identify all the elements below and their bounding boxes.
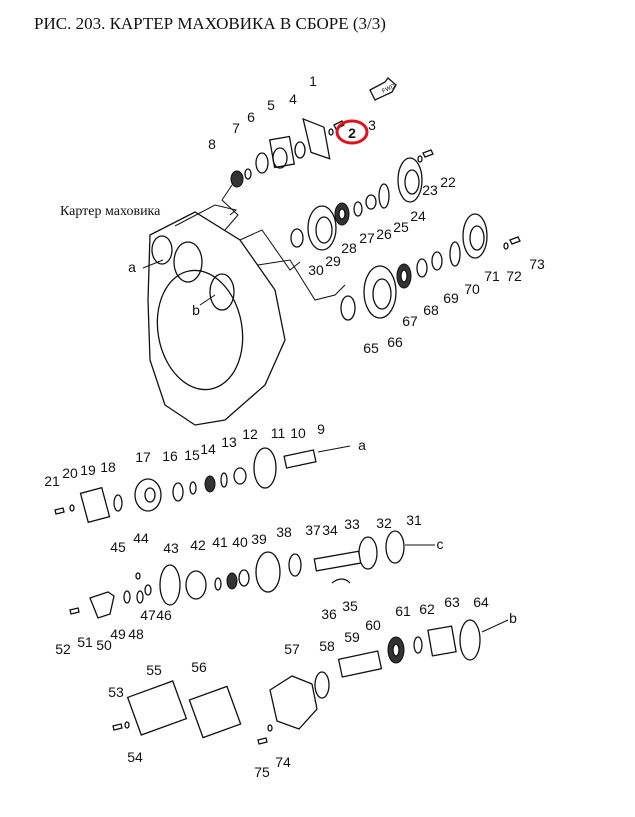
callout[interactable]: 8: [208, 136, 216, 152]
callout[interactable]: 37: [305, 522, 321, 538]
callout[interactable]: 34: [322, 522, 338, 538]
callout[interactable]: 73: [529, 256, 545, 272]
callout[interactable]: 5: [267, 97, 275, 113]
callout[interactable]: 68: [423, 302, 439, 318]
callout[interactable]: 50: [96, 637, 112, 653]
callout[interactable]: 22: [440, 174, 456, 190]
highlight-circle: [335, 119, 369, 145]
parts-group-right: [340, 213, 521, 321]
callout[interactable]: 27: [359, 230, 375, 246]
callout[interactable]: 19: [80, 462, 96, 478]
figure-title: РИС. 203. КАРТЕР МАХОВИКА В СБОРЕ (3/3): [34, 14, 386, 33]
callout[interactable]: 6: [247, 109, 255, 125]
parts-group-shaft-2: [69, 530, 435, 619]
callout[interactable]: 17: [135, 449, 151, 465]
callout[interactable]: 10: [290, 425, 306, 441]
callout[interactable]: 72: [506, 268, 522, 284]
callout[interactable]: 62: [419, 601, 435, 617]
callout[interactable]: 75: [254, 764, 270, 780]
callout[interactable]: 13: [221, 434, 237, 450]
callout[interactable]: 28: [341, 240, 357, 256]
callout[interactable]: 30: [308, 262, 324, 278]
leader-line: [257, 259, 346, 301]
callouts: 1 2 3 4 5 6 7 8 22 23 24 25 26 27 28 29 …: [44, 73, 545, 780]
callout[interactable]: 15: [184, 447, 200, 463]
callout[interactable]: 49: [110, 626, 126, 642]
callout[interactable]: 7: [232, 120, 240, 136]
callout[interactable]: 65: [363, 340, 379, 356]
callout[interactable]: 71: [484, 268, 500, 284]
callout[interactable]: 12: [242, 426, 258, 442]
callout[interactable]: 35: [342, 598, 358, 614]
callout[interactable]: 70: [464, 281, 480, 297]
callout[interactable]: 66: [387, 334, 403, 350]
callout[interactable]: 23: [422, 182, 438, 198]
leader-line: [239, 229, 301, 271]
callout[interactable]: 67: [402, 313, 418, 329]
callout[interactable]: 36: [321, 606, 337, 622]
callout[interactable]: 51: [77, 634, 93, 650]
callout[interactable]: 11: [271, 425, 286, 441]
parts-group-shaft-1: [54, 445, 351, 524]
callout[interactable]: 33: [344, 516, 360, 532]
callout[interactable]: 26: [376, 226, 392, 242]
callout[interactable]: 41: [212, 534, 228, 550]
callout[interactable]: 52: [55, 641, 71, 657]
callout[interactable]: 60: [365, 617, 381, 633]
callout[interactable]: 47: [140, 607, 156, 623]
callout[interactable]: 39: [251, 531, 267, 547]
callout[interactable]: 3: [368, 117, 376, 133]
callout[interactable]: 20: [62, 465, 78, 481]
callout[interactable]: 32: [376, 515, 392, 531]
callout[interactable]: 18: [100, 459, 116, 475]
callout[interactable]: 54: [127, 749, 143, 765]
callout[interactable]: 21: [44, 473, 60, 489]
callout[interactable]: 1: [309, 73, 317, 89]
callout[interactable]: 29: [325, 253, 341, 269]
svg-text:FWD: FWD: [381, 83, 397, 94]
callout[interactable]: 24: [410, 208, 426, 224]
leader-line: [199, 294, 216, 306]
callout[interactable]: 44: [133, 530, 149, 546]
ref-a: a: [358, 437, 366, 453]
callout[interactable]: 43: [163, 540, 179, 556]
parts-group-top: [230, 117, 345, 188]
callout-highlighted[interactable]: 2: [348, 125, 356, 141]
callout[interactable]: 56: [191, 659, 207, 675]
callout[interactable]: 9: [317, 421, 325, 437]
callout[interactable]: 48: [128, 626, 144, 642]
callout[interactable]: 58: [319, 638, 335, 654]
callout[interactable]: 45: [110, 539, 126, 555]
callout[interactable]: 53: [108, 684, 124, 700]
callout[interactable]: 38: [276, 524, 292, 540]
callout[interactable]: 25: [393, 219, 409, 235]
callout[interactable]: 74: [275, 754, 291, 770]
callout[interactable]: 64: [473, 594, 489, 610]
callout[interactable]: 61: [395, 603, 411, 619]
flywheel-housing-label: Картер маховика: [60, 204, 161, 219]
parts-group-middle: [290, 149, 434, 251]
callout[interactable]: 55: [146, 662, 162, 678]
callout[interactable]: 42: [190, 537, 206, 553]
callout[interactable]: 63: [444, 594, 460, 610]
callout[interactable]: 4: [289, 91, 297, 107]
ref-b: b: [192, 302, 200, 318]
callout[interactable]: 46: [156, 607, 172, 623]
leader-line: [142, 259, 164, 269]
leader-line: [221, 184, 239, 231]
ref-b: b: [509, 610, 517, 626]
parts-group-shaft-3: [112, 619, 509, 745]
flywheel-housing: [147, 204, 286, 426]
callout[interactable]: 40: [232, 534, 248, 550]
callout[interactable]: 69: [443, 290, 459, 306]
callout[interactable]: 16: [162, 448, 178, 464]
callout[interactable]: 31: [406, 512, 422, 528]
ref-a: a: [128, 259, 136, 275]
callout[interactable]: 59: [344, 629, 360, 645]
callout[interactable]: 14: [200, 441, 216, 457]
callout[interactable]: 57: [284, 641, 300, 657]
ref-c: c: [437, 536, 444, 552]
fwd-arrow-icon: FWD: [369, 77, 397, 101]
